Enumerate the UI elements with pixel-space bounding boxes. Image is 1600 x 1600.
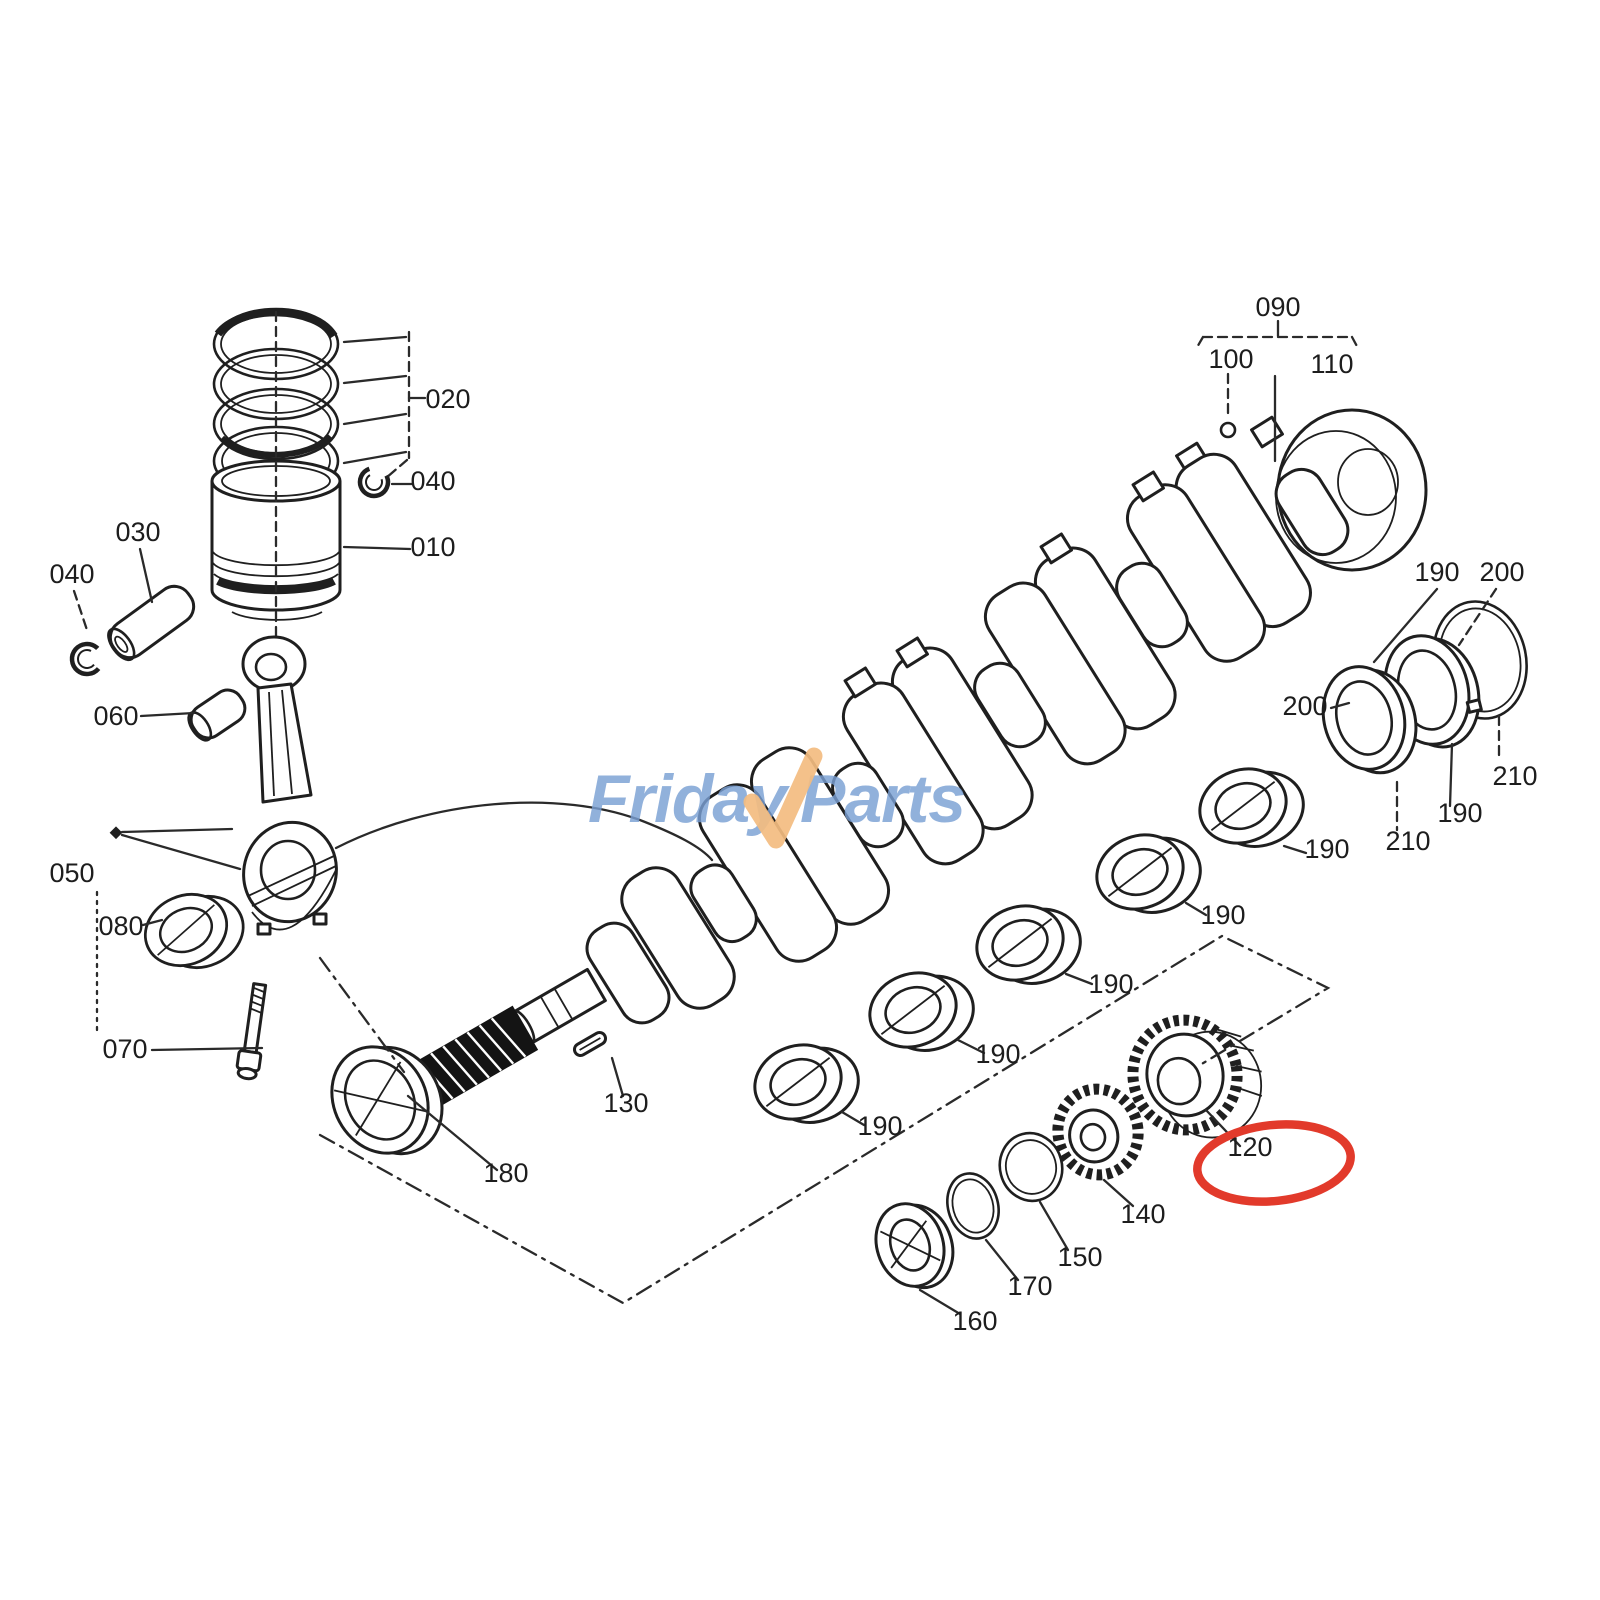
part-label-200-15: 200 [1479, 557, 1524, 587]
main-bearing-190-3 [964, 887, 1093, 1002]
woodruff-key [572, 1031, 608, 1057]
part-label-190-20: 190 [1304, 834, 1349, 864]
part-label-150-26: 150 [1057, 1242, 1102, 1272]
part-label-010-2: 010 [410, 532, 455, 562]
part-label-020-0: 020 [425, 384, 470, 414]
part-label-050-6: 050 [49, 858, 94, 888]
part-label-080-7: 080 [98, 911, 143, 941]
part-label-100-12: 100 [1208, 344, 1253, 374]
connecting-rod [241, 635, 338, 936]
piston-pin [107, 584, 196, 662]
part-label-140-25: 140 [1120, 1199, 1165, 1229]
part-label-160-28: 160 [952, 1306, 997, 1336]
part-label-190-24: 190 [857, 1111, 902, 1141]
part-label-200-16: 200 [1282, 691, 1327, 721]
rod-bolt [235, 982, 268, 1081]
part-label-210-17: 210 [1492, 761, 1537, 791]
oil-seal-160 [874, 1202, 955, 1290]
leader-lines [120, 319, 1454, 1316]
part-label-120-29: 120 [1227, 1132, 1272, 1162]
part-label-190-21: 190 [1200, 900, 1245, 930]
crankshaft [402, 408, 1428, 1113]
part-label-170-27: 170 [1007, 1271, 1052, 1301]
main-bearing-190-2 [857, 954, 986, 1069]
main-bearing-190-1 [742, 1026, 871, 1141]
part-label-190-23: 190 [975, 1039, 1020, 1069]
oil-plug-100 [1219, 421, 1237, 439]
rod-bearing-shell [132, 874, 257, 988]
part-label-130-9: 130 [603, 1088, 648, 1118]
watermark-logo: Friday Parts [588, 747, 966, 849]
dashed-leader-lines [72, 330, 1501, 832]
thrust-bearing-cluster [1321, 600, 1528, 775]
part-label-210-19: 210 [1385, 826, 1430, 856]
main-bearing-190-5 [1187, 750, 1316, 865]
part-label-040-4: 040 [49, 559, 94, 589]
part-label-030-3: 030 [115, 517, 160, 547]
part-label-190-14: 190 [1414, 557, 1459, 587]
washer-170 [946, 1172, 1000, 1240]
snap-ring-left [69, 641, 105, 677]
snap-ring-right [357, 465, 391, 499]
front-seal-group [874, 1014, 1263, 1290]
logo-text-right: Parts [800, 761, 965, 837]
crank-gear-120 [1127, 1014, 1263, 1139]
part-label-040-1: 040 [410, 466, 455, 496]
part-label-070-8: 070 [102, 1034, 147, 1064]
part-label-090-11: 090 [1255, 292, 1300, 322]
part-label-180-10: 180 [483, 1158, 528, 1188]
piston [210, 310, 342, 650]
part-label-060-5: 060 [93, 701, 138, 731]
check-icon [743, 747, 823, 849]
rod-to-crank-axis [318, 956, 406, 1074]
thrust-washer-200 [1321, 665, 1418, 775]
main-bearing-190-4 [1084, 816, 1213, 931]
front-bearing-180 [330, 1045, 444, 1156]
highlight-ellipse [1193, 1120, 1355, 1206]
part-label-110-13: 110 [1310, 349, 1353, 379]
050-marker-bullet [109, 826, 123, 840]
small-end-bushing [187, 688, 247, 742]
group-boundary-outline [318, 934, 1331, 1305]
part-label-190-18: 190 [1437, 798, 1482, 828]
part-label-190-22: 190 [1088, 969, 1133, 999]
timing-gear-140 [1052, 1083, 1144, 1181]
